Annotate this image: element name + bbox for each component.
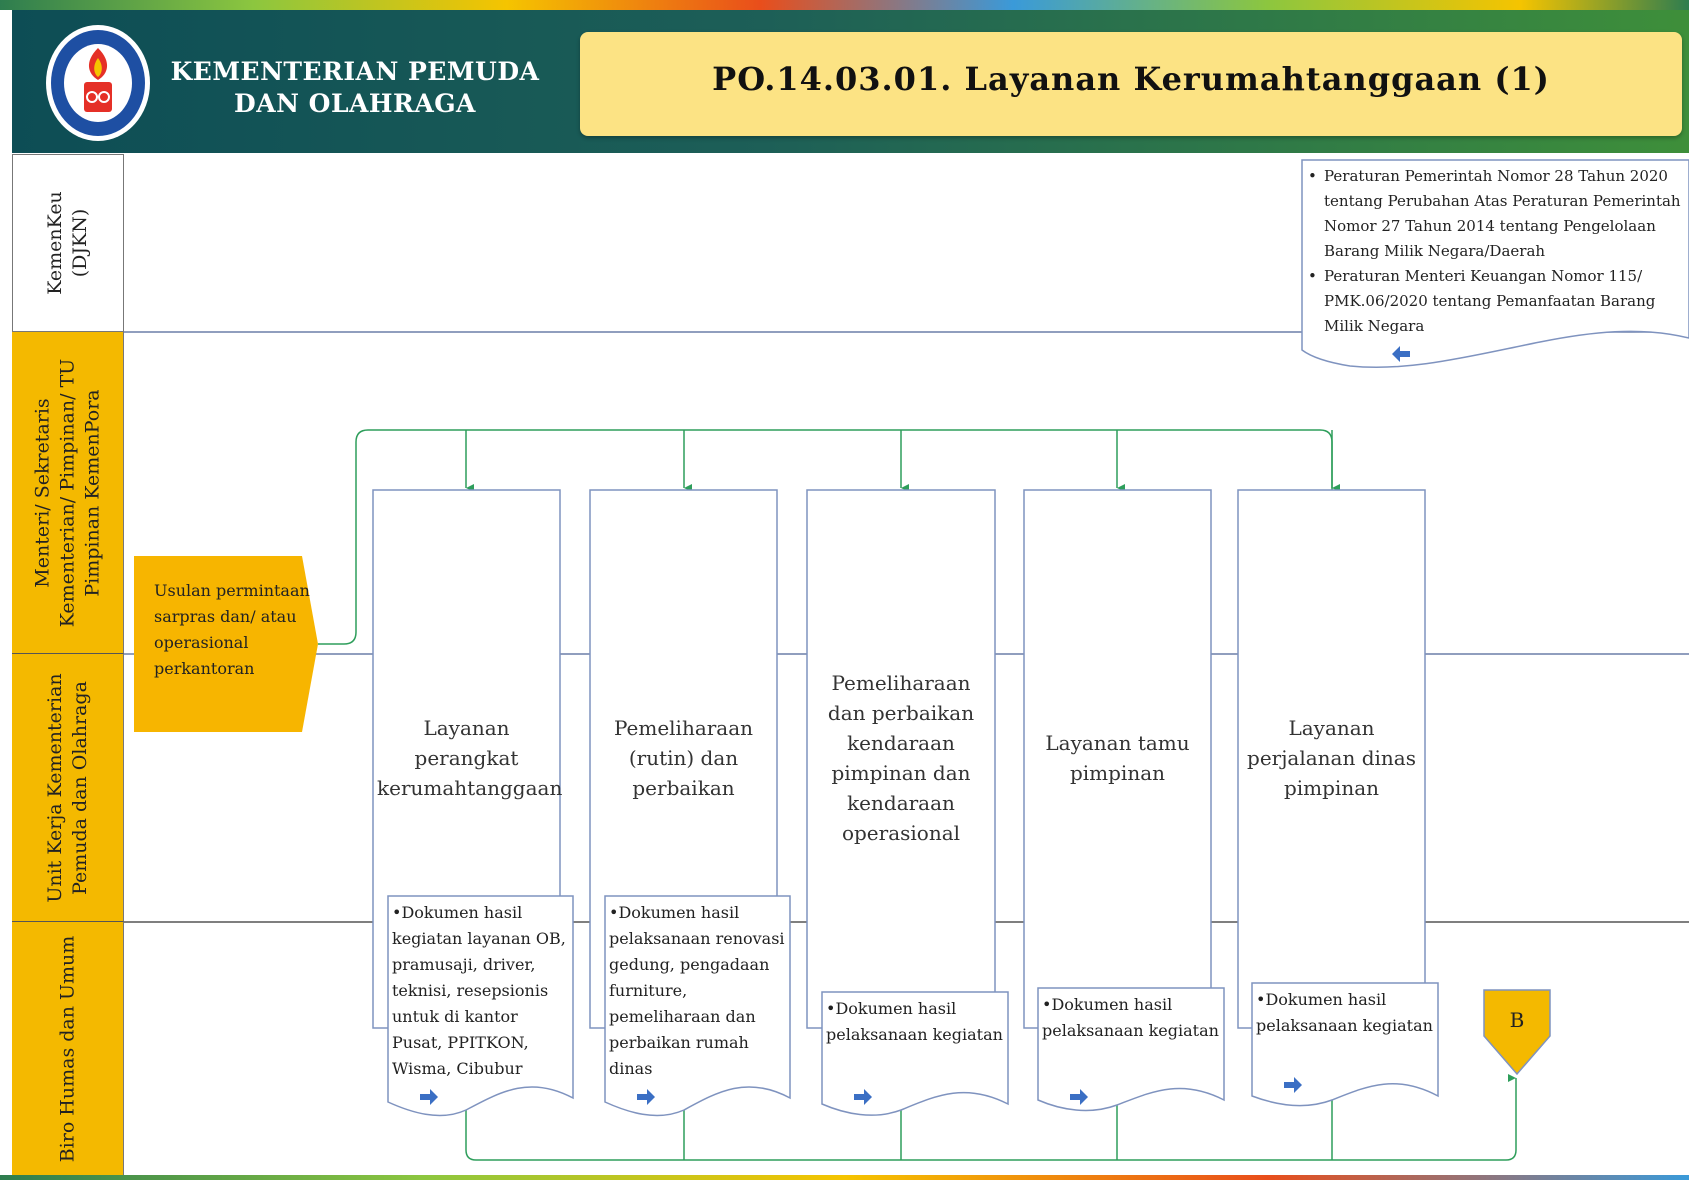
lane-label-menteri: Menteri/ Sekretaris Kementerian/ Pimpina… — [12, 332, 124, 654]
doc-arrow-left-icon — [1392, 346, 1410, 362]
offpage-connector-b — [1483, 989, 1551, 1076]
return-connector — [465, 1074, 1517, 1161]
doc-arrow-icon — [637, 1089, 655, 1105]
lane-label-biro-humas: Biro Humas dan Umum — [12, 922, 124, 1177]
document-text-1: •Dokumen hasil kegiatan layanan OB, pram… — [392, 903, 566, 1078]
doc-arrow-icon — [854, 1089, 872, 1105]
document-text-2: •Dokumen hasil pelaksanaan renovasi gedu… — [609, 903, 785, 1078]
document-text-3: •Dokumen hasil pelaksanaan kegiatan — [826, 999, 1003, 1044]
lane-label-unit-kerja: Unit Kerja Kementerian Pemuda dan Olahra… — [12, 654, 124, 922]
connector-label: B — [1509, 1008, 1525, 1032]
reference-item: Peraturan Pemerintah Nomor 28 Tahun 2020… — [1304, 164, 1686, 264]
page-title: PO.14.03.01. Layanan Kerumahtanggaan (1) — [712, 60, 1550, 98]
reference-list: Peraturan Pemerintah Nomor 28 Tahun 2020… — [1304, 164, 1686, 339]
bottom-color-stripe — [0, 1175, 1689, 1180]
process-label-1: Layanan perangkat kerumahtanggaan — [377, 716, 563, 800]
doc-arrow-icon — [1070, 1089, 1088, 1105]
kemenpora-logo — [46, 25, 150, 141]
document-shape-2 — [604, 895, 791, 1117]
lane-label-kemenkeu: KemenKeu (DJKN) — [12, 154, 124, 332]
process-box-3 — [806, 489, 996, 1029]
document-shape-5 — [1251, 982, 1439, 1107]
document-text-4: •Dokumen hasil pelaksanaan kegiatan — [1042, 995, 1219, 1040]
document-shape-1 — [387, 895, 574, 1117]
process-label-2: Pemeliharaan (rutin) dan perbaikan — [613, 716, 754, 800]
title-box: PO.14.03.01. Layanan Kerumahtanggaan (1) — [580, 32, 1682, 136]
reference-item: Peraturan Menteri Keuangan Nomor 115/ PM… — [1304, 264, 1686, 339]
start-usulan-text: Usulan permintaan sarpras dan/ atau oper… — [154, 581, 310, 678]
process-label-3: Pemeliharaan dan perbaikan kendaraan pim… — [827, 671, 975, 845]
doc-arrow-icon — [420, 1089, 438, 1105]
document-shape-4 — [1037, 987, 1225, 1112]
doc-arrow-icon — [1284, 1077, 1302, 1093]
document-text-5: •Dokumen hasil pelaksanaan kegiatan — [1256, 990, 1433, 1035]
process-label-4: Layanan tamu pimpinan — [1045, 731, 1190, 785]
process-box-5 — [1237, 489, 1426, 1029]
process-label-5: Layanan perjalanan dinas pimpinan — [1247, 716, 1416, 800]
top-color-stripe — [0, 0, 1689, 10]
process-box-4 — [1023, 489, 1212, 1029]
document-shape-3 — [821, 991, 1009, 1116]
start-usulan-shape — [134, 556, 318, 732]
distribution-connector — [318, 429, 1333, 645]
ministry-name: KEMENTERIAN PEMUDA DAN OLAHRAGA — [170, 57, 540, 118]
